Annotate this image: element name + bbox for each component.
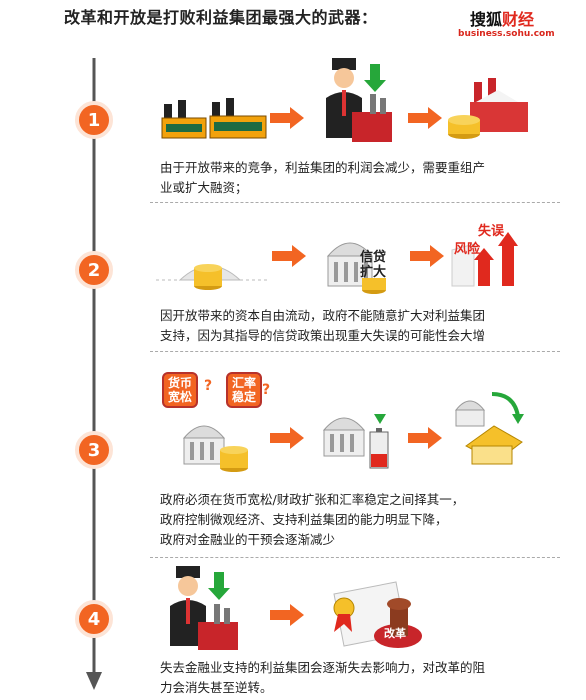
government-coins-icon [182,425,248,472]
divider [150,557,560,558]
logo-accent: 财经 [502,10,535,29]
arrow-right-icon [408,427,442,449]
step-3-badge: 3 [75,431,113,469]
businessman-factory-icon [326,58,392,142]
page-title: 改革和开放是打败利益集团最强大的武器： [64,8,378,27]
arrow-right-icon [270,427,304,449]
certificate-stamp-icon [333,581,422,648]
step-4-badge: 4 [75,600,113,638]
factories-icon [161,98,267,139]
mistake-label: 失误 [478,224,505,239]
caption-line: 支持，因为其指导的信贷政策出现重大失误的可能性会大增 [160,328,486,343]
step-4-caption: 失去金融业支持的利益集团会逐渐失去影响力，对改革的阻 力会消失甚至逆转。 [160,658,560,698]
caption-line: 力会消失甚至逆转。 [160,680,273,695]
arrow-right-icon [272,245,306,267]
sohu-logo: 搜狐财经 [470,6,534,30]
credit-expand-text: 信贷 扩大 [360,250,387,280]
step-2-caption: 因开放带来的资本自由流动，政府不能随意扩大对利益集团 支持，因为其指导的信贷政策… [160,306,560,346]
arrow-right-icon [270,604,304,626]
step-1-caption: 由于开放带来的竞争，利益集团的利润会减少，需要重组产 业或扩大融资； [160,158,560,198]
caption-line: 政府对金融业的干预会逐渐减少 [160,532,336,547]
government-credit-icon [326,242,386,294]
caption-line: 因开放带来的资本自由流动，政府不能随意扩大对利益集团 [160,308,486,323]
credit-expand-label: 信贷 扩大 [360,250,386,280]
divider [150,202,560,203]
caption-line: 业或扩大融资； [160,180,248,195]
step-2-badge: 2 [75,251,113,289]
risk-rising-icon [451,232,518,287]
risk-label: 风险 [454,242,481,257]
caption-line: 政府控制微观经济、支持利益集团的能力明显下降， [160,512,448,527]
logo-main: 搜狐 [470,10,503,29]
caption-line: 政府必须在货币宽松/财政扩张和汇率稳定之间择其一， [160,492,465,507]
businessman-factory-icon [170,566,238,650]
caption-line: 失去金融业支持的利益集团会逐渐失去影响力，对改革的阻 [160,660,486,675]
arrow-right-icon [410,245,444,267]
collapsing-building-icon [454,392,524,465]
divider [150,351,560,352]
coins-factory-icon [448,78,528,139]
coins-dome-icon [156,264,268,290]
government-battery-icon [322,414,389,469]
loose-money-tag: 货币 宽松 [162,372,199,408]
arrow-right-icon [270,107,304,129]
fx-stable-tag: 汇率 稳定 [226,372,263,408]
arrow-right-icon [408,107,442,129]
question-mark-icon: ? [204,378,213,394]
step-1-badge: 1 [75,101,113,139]
reform-stamp-label: 改革 [384,627,406,640]
question-mark-icon: ? [262,382,271,398]
logo-subtitle: business.sohu.com [458,29,555,39]
caption-line: 由于开放带来的竞争，利益集团的利润会减少，需要重组产 [160,160,486,175]
step-3-caption: 政府必须在货币宽松/财政扩张和汇率稳定之间择其一， 政府控制微观经济、支持利益集… [160,490,560,550]
